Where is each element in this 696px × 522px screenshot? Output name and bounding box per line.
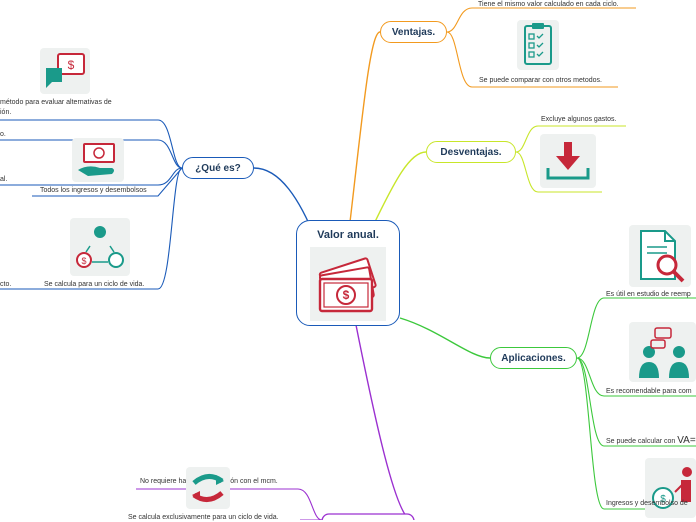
svg-text:$: $ [81, 256, 86, 266]
svg-text:$: $ [68, 58, 75, 72]
que-es-leaf-7: cto. [0, 281, 12, 288]
exchange-arrows-icon [186, 467, 230, 509]
link-desventajas-leaf2 [515, 151, 602, 193]
que-es-leaf-6: Se calcula para un ciclo de vida. [44, 281, 145, 288]
ventajas-leaf-1: Tiene el mismo valor calculado en cada c… [478, 1, 619, 8]
link-desventajas-leaf1 [515, 125, 626, 153]
topic-aplicaciones[interactable]: Aplicaciones. [490, 347, 577, 369]
link-aplicaciones-leaf3 [576, 357, 696, 447]
link-ventajas-leaf1 [446, 7, 636, 33]
que-es-leaf-5: Todos los ingresos y desembolsos [40, 187, 147, 194]
people-chat-icon [629, 322, 696, 382]
link-aplicaciones [399, 317, 491, 359]
download-icon [540, 134, 596, 188]
checklist-icon [517, 20, 559, 70]
aplicaciones-leaf-1: Es útil en estudio de reemp [606, 291, 691, 298]
topic-aplicaciones-label: Aplicaciones. [501, 352, 566, 364]
link-que-es-leaf3 [0, 167, 183, 186]
aplicaciones-va-formula: VA= [677, 435, 696, 446]
link-aplicaciones-leaf4 [576, 357, 696, 510]
topic-ventajas-label: Ventajas. [391, 26, 436, 38]
link-bottom-leaf1 [136, 488, 323, 520]
topic-que-es-label: ¿Qué es? [195, 162, 241, 174]
ventajas-leaf-2: Se puede comparar con otros metodos. [479, 77, 602, 84]
que-es-leaf-3: o. [0, 131, 6, 138]
link-bottom [355, 324, 411, 520]
topic-que-es[interactable]: ¿Qué es? [182, 157, 254, 179]
link-ventajas [349, 31, 381, 223]
money-icon: $ [310, 247, 386, 321]
que-es-leaf-2: ión. [0, 109, 12, 116]
bottom-node-edge [321, 513, 415, 520]
topic-desventajas[interactable]: Desventajas. [426, 141, 516, 163]
svg-text:$: $ [660, 494, 666, 505]
cycle-people-icon: $ [70, 218, 130, 276]
central-topic[interactable]: Valor anual. $ [296, 220, 400, 326]
link-desventajas [371, 151, 427, 229]
que-es-leaf-4: al. [0, 176, 8, 183]
aplicaciones-leaf-3: Se puede calcular con VA= [606, 436, 696, 446]
svg-text:$: $ [343, 288, 350, 302]
desventajas-leaf-1: Excluye algunos gastos. [541, 116, 617, 123]
aplicaciones-leaf-3-text: Se puede calcular con [606, 438, 676, 445]
link-aplicaciones-leaf1 [576, 297, 696, 359]
topic-desventajas-label: Desventajas. [440, 146, 502, 158]
que-es-leaf-1: método para evaluar alternativas de [0, 99, 112, 106]
bottom-leaf-2: Se calcula exclusivamente para un ciclo … [128, 514, 279, 521]
link-que-es-leaf5 [0, 167, 183, 290]
document-search-icon [629, 225, 691, 287]
money-bag-icon: $ [645, 458, 696, 518]
topic-ventajas[interactable]: Ventajas. [380, 21, 447, 43]
link-ventajas-leaf2 [446, 31, 618, 88]
aplicaciones-leaf-2: Es recomendable para com [606, 388, 692, 395]
link-que-es-leaf2 [0, 139, 183, 169]
central-title: Valor anual. [317, 229, 379, 241]
chat-money-icon: $ [40, 48, 90, 94]
hand-cash-icon [72, 138, 124, 182]
link-que-es-leaf4 [32, 167, 183, 197]
aplicaciones-leaf-4: Ingresos y desembolso de [606, 500, 688, 507]
link-aplicaciones-leaf2 [576, 357, 696, 397]
